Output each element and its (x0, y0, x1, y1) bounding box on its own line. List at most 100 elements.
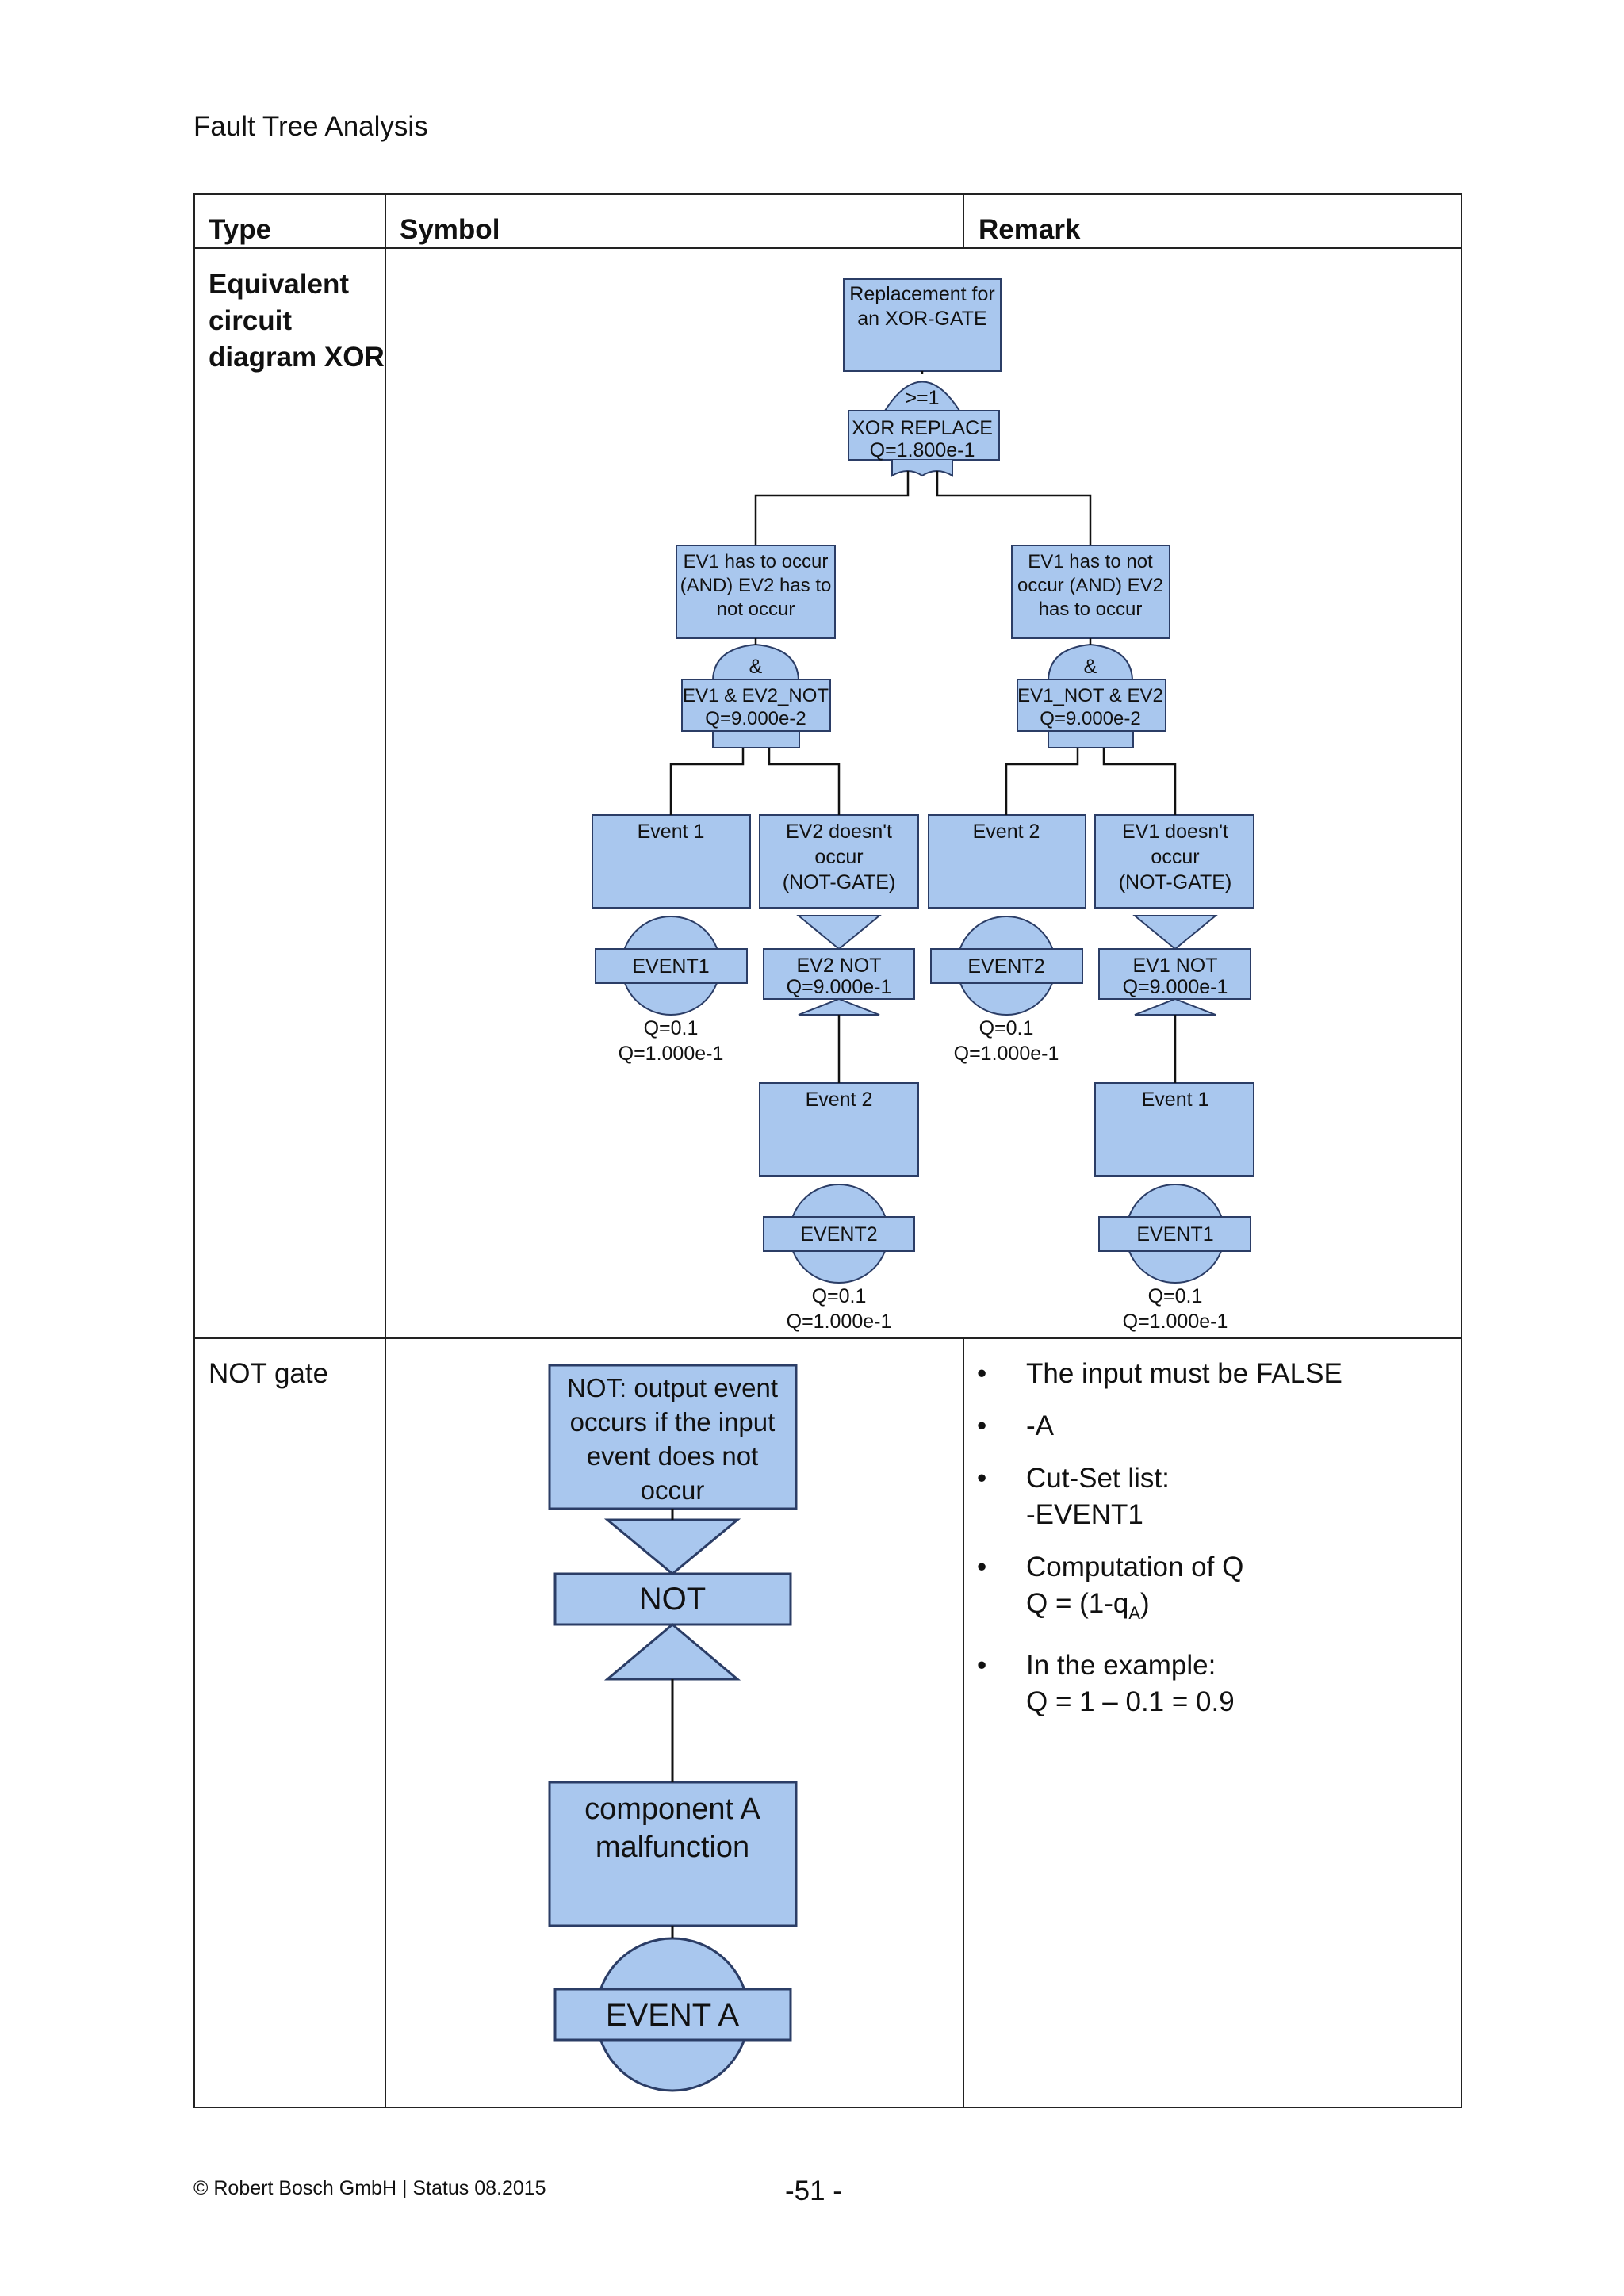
not-gate-remarks: • The input must be FALSE • -A • Cut-Set… (967, 1356, 1443, 1736)
ev1-not-box (1094, 814, 1254, 909)
ev2-not-label: EV2 doesn't (786, 821, 892, 843)
page-header: Fault Tree Analysis (193, 111, 428, 142)
and-gate-left-q: Q=9.000e-2 (705, 708, 806, 729)
ev2-not-label: (NOT-GATE) (783, 871, 896, 894)
component-box (548, 1781, 798, 1927)
left-event-text: (AND) EV2 has to (680, 575, 832, 596)
remark-item: • -A (967, 1408, 1443, 1445)
remark-item: • The input must be FALSE (967, 1356, 1443, 1392)
bullet-icon: • (977, 1463, 987, 1494)
left-event-text: not occur (717, 599, 795, 620)
column-header-remark: Remark (979, 214, 1081, 245)
right-event-text: EV1 has to not (1028, 551, 1153, 572)
sub-event2-q: Q=1.000e-1 (787, 1311, 892, 1333)
not-gate-diagram: NOT: output event occurs if the input ev… (548, 1364, 798, 2092)
event-a-label: EVENT A (606, 1998, 740, 2033)
sub-event2-label: Event 2 (806, 1089, 873, 1111)
ev2-not-gate-name: EV2 NOT (797, 955, 882, 977)
table-divider (193, 1337, 1462, 1339)
remark-item: • In the example: Q = 1 – 0.1 = 0.9 (967, 1647, 1443, 1720)
left-event-text: EV1 has to occur (684, 551, 829, 572)
event2-box (928, 814, 1086, 909)
remark-line: In the example: (1026, 1650, 1216, 1681)
table-divider (385, 193, 386, 2108)
row-type-not-gate: NOT gate (209, 1358, 329, 1389)
not-gate-left-top (796, 915, 882, 951)
page-number: -51 - (785, 2175, 842, 2206)
and-gate-left-symbol-text: & (749, 656, 763, 678)
bullet-icon: • (977, 1358, 987, 1389)
footer-copyright: © Robert Bosch GmbH | Status 08.2015 (193, 2177, 546, 2199)
remark-item: • Computation of Q Q = (1-qA) (967, 1549, 1443, 1632)
event2-p: Q=0.1 (979, 1017, 1034, 1039)
bullet-icon: • (977, 1410, 987, 1441)
and-gate-right-symbol-text: & (1084, 656, 1097, 678)
not-gate-left-bottom (798, 997, 880, 1016)
sub-event1-label: Event 1 (1142, 1089, 1209, 1111)
event1-basic-name: EVENT1 (632, 955, 709, 978)
remark-line: Q = 1 – 0.1 = 0.9 (1026, 1686, 1235, 1717)
bullet-icon: • (977, 1650, 987, 1681)
component-text: component A (584, 1793, 760, 1826)
table-divider (963, 1337, 964, 2108)
ev1-not-label: EV1 doesn't (1122, 821, 1228, 843)
not-gate-box (553, 1572, 792, 1626)
right-event-box (1011, 545, 1170, 639)
sub-event1-box (1094, 1082, 1254, 1177)
right-event-text: has to occur (1039, 599, 1143, 620)
not-gate-right-box (1098, 948, 1251, 1000)
or-gate-q: Q=1.800e-1 (870, 439, 975, 461)
event1-box (592, 814, 751, 909)
remark-line: Computation of Q (1026, 1552, 1244, 1582)
top-event-text: an XOR-GATE (857, 308, 986, 330)
row-type-line: diagram XOR (209, 342, 385, 373)
table-divider (963, 193, 964, 249)
connector (1005, 748, 1079, 815)
event2-basic-box (930, 948, 1083, 984)
ev1-not-gate-q: Q=9.000e-1 (1123, 976, 1228, 998)
right-event-text: occur (AND) EV2 (1017, 575, 1163, 596)
not-top-event-text: occur (641, 1475, 705, 1505)
not-gate-left-box (763, 948, 915, 1000)
remark-line: -EVENT1 (1026, 1499, 1143, 1530)
connector (754, 471, 910, 545)
component-text: malfunction (596, 1831, 749, 1864)
event2-basic-name: EVENT2 (967, 955, 1044, 978)
connector (768, 748, 841, 815)
not-gate-bottom (603, 1623, 741, 1681)
and-gate-right-q: Q=9.000e-2 (1040, 708, 1140, 729)
ev2-not-gate-q: Q=9.000e-1 (787, 976, 892, 998)
connector (669, 748, 745, 815)
fta-table (193, 193, 1462, 2108)
not-gate-right-bottom (1134, 997, 1216, 1016)
ev2-not-box (759, 814, 919, 909)
and-gate-left-foot (712, 730, 800, 748)
top-event-text: Replacement for (849, 283, 994, 305)
or-gate-name: XOR REPLACE (852, 417, 993, 439)
row-type-xor: Equivalent circuit diagram XOR (209, 266, 385, 376)
not-top-event-text: event does not (587, 1441, 759, 1471)
and-gate-left-name: EV1 & EV2_NOT (683, 685, 829, 706)
connector (1102, 748, 1177, 815)
event2-q: Q=1.000e-1 (954, 1043, 1059, 1065)
not-gate-label: NOT (639, 1582, 706, 1617)
sub-event2-basic-name: EVENT2 (800, 1223, 877, 1246)
connector (936, 471, 1092, 545)
ev1-not-gate-name: EV1 NOT (1133, 955, 1218, 977)
event1-label: Event 1 (638, 821, 705, 843)
sub-event2-box (759, 1082, 919, 1177)
sub-event2-basic-box (763, 1216, 915, 1252)
column-header-type: Type (209, 214, 272, 245)
event1-q: Q=1.000e-1 (619, 1043, 724, 1065)
and-gate-left-box (681, 679, 831, 732)
row-type-line: circuit (209, 305, 293, 336)
or-gate-bottom (891, 460, 953, 477)
not-gate-right-top (1132, 915, 1218, 951)
sub-event1-p: Q=0.1 (1148, 1285, 1203, 1307)
or-gate-symbol (884, 381, 960, 411)
sub-event1-basic-name: EVENT1 (1136, 1223, 1213, 1246)
and-gate-right-box (1017, 679, 1166, 732)
subscript: A (1128, 1603, 1141, 1623)
not-top-event-text: NOT: output event (567, 1373, 778, 1402)
or-gate-symbol-text: >=1 (905, 387, 939, 409)
